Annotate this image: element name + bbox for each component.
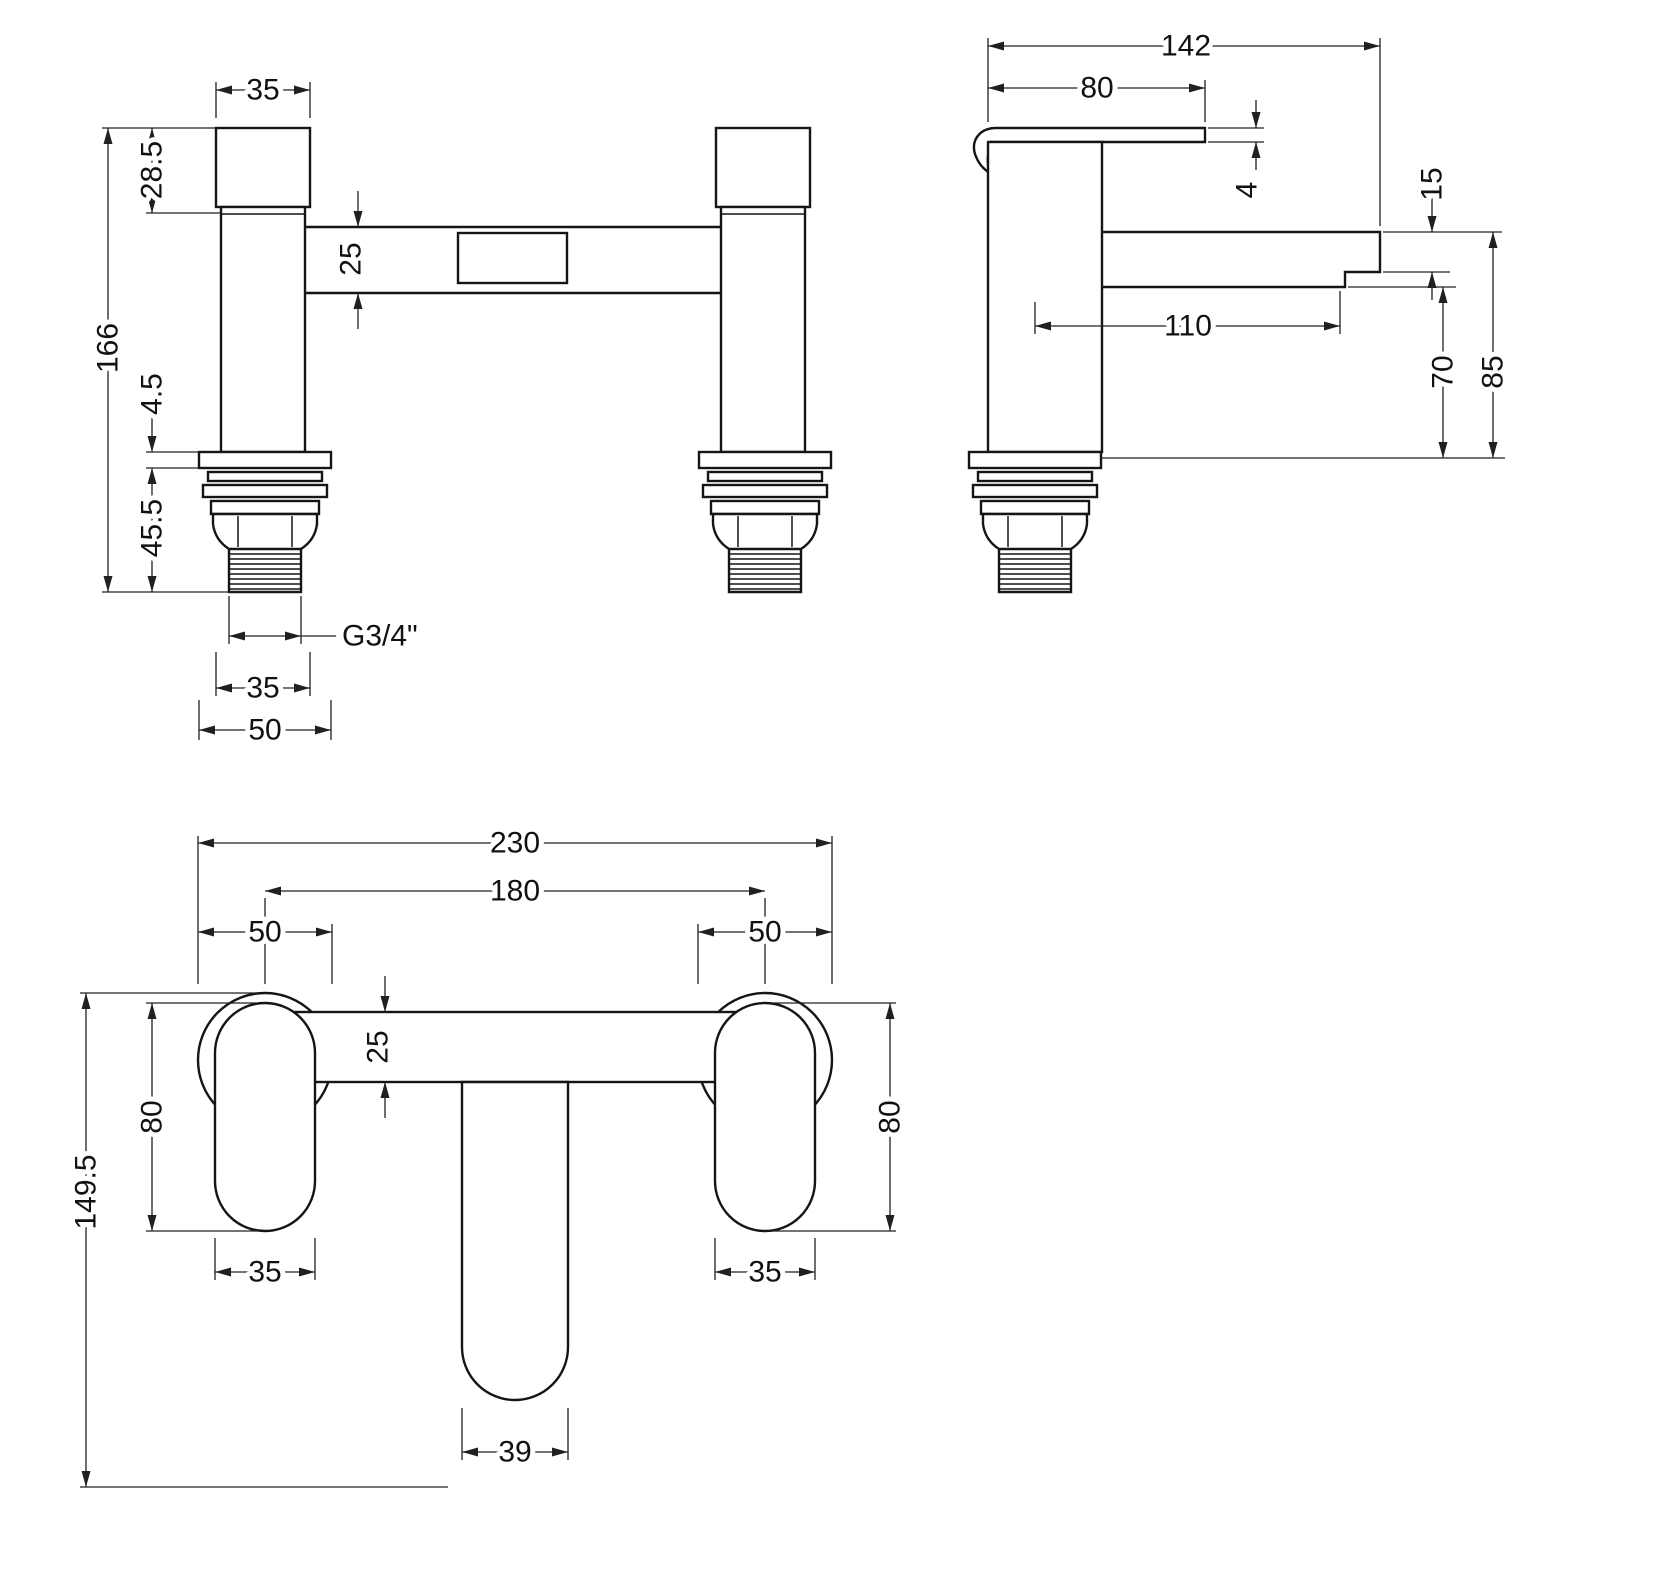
- dim-side-handle-thickness: 4: [1231, 182, 1264, 199]
- dim-plan-body-right-width: 35: [748, 1256, 781, 1289]
- plan-spout: [460, 1080, 570, 1402]
- plan-view: 230 180 50 50 25 80 80 149.5 35 35 39: [65, 822, 912, 1488]
- dim-front-body-width: 35: [246, 672, 279, 705]
- side-spout: [1102, 230, 1382, 289]
- dim-side-overall-depth: 142: [1161, 30, 1211, 63]
- front-view-dimensions: 35 28.5 166 4.5 45.5 25 G3/4" 35 50: [87, 69, 423, 752]
- dim-front-flange-width: 50: [248, 714, 281, 747]
- left-handle: [214, 126, 312, 209]
- dim-front-overall-height: 166: [92, 323, 125, 373]
- dim-front-flange-thickness: 4.5: [136, 373, 169, 415]
- dim-side-spout-top-height: 85: [1477, 355, 1510, 388]
- left-pillar: [219, 205, 307, 454]
- dim-plan-body-left-length: 80: [136, 1100, 169, 1133]
- side-body: [986, 140, 1104, 454]
- dim-plan-body-left-width: 35: [248, 1256, 281, 1289]
- dim-plan-tap-centres: 180: [490, 875, 540, 908]
- plan-view-dimensions: 230 180 50 50 25 80 80 149.5 35 35 39: [65, 822, 912, 1488]
- side-view-body: [967, 126, 1505, 594]
- spout-plate: [456, 231, 569, 285]
- dim-plan-body-right-length: 80: [874, 1100, 907, 1133]
- dim-front-shank-length: 45.5: [136, 499, 169, 557]
- dim-front-bar-height: 25: [335, 242, 368, 275]
- front-view: 35 28.5 166 4.5 45.5 25 G3/4" 35 50: [87, 69, 833, 752]
- dim-side-handle-length: 80: [1080, 72, 1113, 105]
- side-shank: [967, 450, 1103, 594]
- dim-plan-bar-depth: 25: [362, 1030, 395, 1063]
- right-pillar: [719, 205, 807, 454]
- dim-side-spout-reach: 110: [1164, 310, 1212, 343]
- dim-plan-overall-width: 230: [490, 827, 540, 860]
- plan-view-body: [196, 991, 834, 1402]
- dim-plan-flange-right-dia: 50: [748, 916, 781, 949]
- dim-plan-spout-width: 39: [498, 1436, 531, 1469]
- right-body-plan: [713, 1001, 817, 1233]
- dim-side-spout-end-height: 15: [1416, 167, 1449, 200]
- dim-front-thread-size: G3/4": [342, 620, 418, 653]
- dim-plan-overall-depth: 149.5: [70, 1154, 103, 1229]
- dim-plan-flange-left-dia: 50: [248, 916, 281, 949]
- side-view-dimensions: 142 80 4 15 110 70 85: [987, 25, 1515, 458]
- side-view: 142 80 4 15 110 70 85: [967, 25, 1515, 594]
- left-shank: [197, 450, 333, 594]
- dim-side-spout-underside-height: 70: [1427, 355, 1460, 388]
- dim-front-handle-width: 35: [246, 74, 279, 107]
- right-handle: [714, 126, 812, 209]
- left-body-plan: [213, 1001, 317, 1233]
- right-shank: [697, 450, 833, 594]
- plan-spout-bar: [263, 1010, 767, 1084]
- front-view-body: [197, 126, 833, 594]
- dim-front-handle-height: 28.5: [136, 141, 169, 199]
